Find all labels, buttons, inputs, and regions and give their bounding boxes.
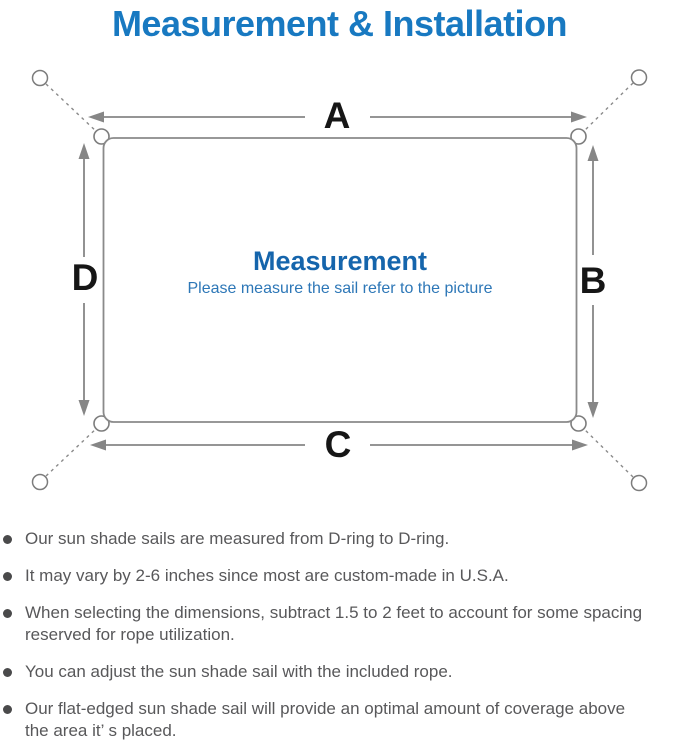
bullet-icon bbox=[3, 668, 12, 677]
bullet-icon bbox=[3, 572, 12, 581]
diagram-center-subtitle: Please measure the sail refer to the pic… bbox=[187, 280, 492, 297]
bullet-icon bbox=[3, 705, 12, 714]
anchor-ring-icon-bottom-right bbox=[630, 474, 648, 492]
arrowhead-d-bottom-icon bbox=[78, 400, 90, 416]
dimension-label-c: C bbox=[325, 424, 352, 465]
arrowhead-d-top-icon bbox=[78, 143, 90, 159]
arrowhead-b-top-icon bbox=[587, 145, 599, 161]
d-ring-icon-top-right bbox=[570, 128, 587, 145]
note-text: Our sun shade sails are measured from D-… bbox=[25, 529, 450, 548]
d-ring-icon-bottom-left bbox=[93, 415, 110, 432]
note-item: You can adjust the sun shade sail with t… bbox=[3, 661, 677, 683]
rope-line-bottom-right bbox=[581, 426, 634, 478]
note-item: Our flat-edged sun shade sail will provi… bbox=[3, 698, 677, 742]
notes-list: Our sun shade sails are measured from D-… bbox=[0, 528, 679, 742]
rope-line-bottom-left bbox=[45, 426, 99, 477]
d-ring-icon-bottom-right bbox=[570, 415, 587, 432]
measurement-diagram: A C D B Measurement Please measure the s… bbox=[0, 60, 679, 520]
anchor-ring-icon-top-left bbox=[31, 69, 49, 87]
sail-outline bbox=[102, 137, 578, 423]
arrowhead-c-left-icon bbox=[90, 439, 106, 451]
page-title: Measurement & Installation bbox=[111, 3, 568, 44]
note-text: It may vary by 2-6 inches since most are… bbox=[25, 566, 509, 585]
sail-diagram-svg: A C D B Measurement Please measure the s… bbox=[31, 69, 648, 492]
note-item: When selecting the dimensions, subtract … bbox=[3, 602, 677, 646]
arrowhead-c-right-icon bbox=[572, 439, 588, 451]
note-text: You can adjust the sun shade sail with t… bbox=[25, 662, 453, 681]
anchor-ring-icon-bottom-left bbox=[31, 473, 49, 491]
note-text: When selecting the dimensions, subtract … bbox=[25, 603, 643, 644]
rope-line-top-left bbox=[45, 83, 99, 134]
dimension-label-b: B bbox=[580, 260, 607, 301]
note-item: It may vary by 2-6 inches since most are… bbox=[3, 565, 677, 587]
note-text: Our flat-edged sun shade sail will provi… bbox=[25, 699, 626, 740]
bullet-icon bbox=[3, 535, 12, 544]
d-ring-icon-top-left bbox=[93, 128, 110, 145]
note-item: Our sun shade sails are measured from D-… bbox=[3, 528, 677, 550]
dimension-label-d: D bbox=[72, 257, 99, 298]
rope-line-top-right bbox=[581, 82, 634, 134]
dimension-label-a: A bbox=[324, 95, 351, 136]
arrowhead-a-right-icon bbox=[571, 111, 587, 123]
anchor-ring-icon-top-right bbox=[630, 69, 648, 86]
arrowhead-a-left-icon bbox=[88, 111, 104, 123]
diagram-center-title: Measurement bbox=[253, 246, 427, 276]
bullet-icon bbox=[3, 609, 12, 618]
arrowhead-b-bottom-icon bbox=[587, 402, 599, 418]
